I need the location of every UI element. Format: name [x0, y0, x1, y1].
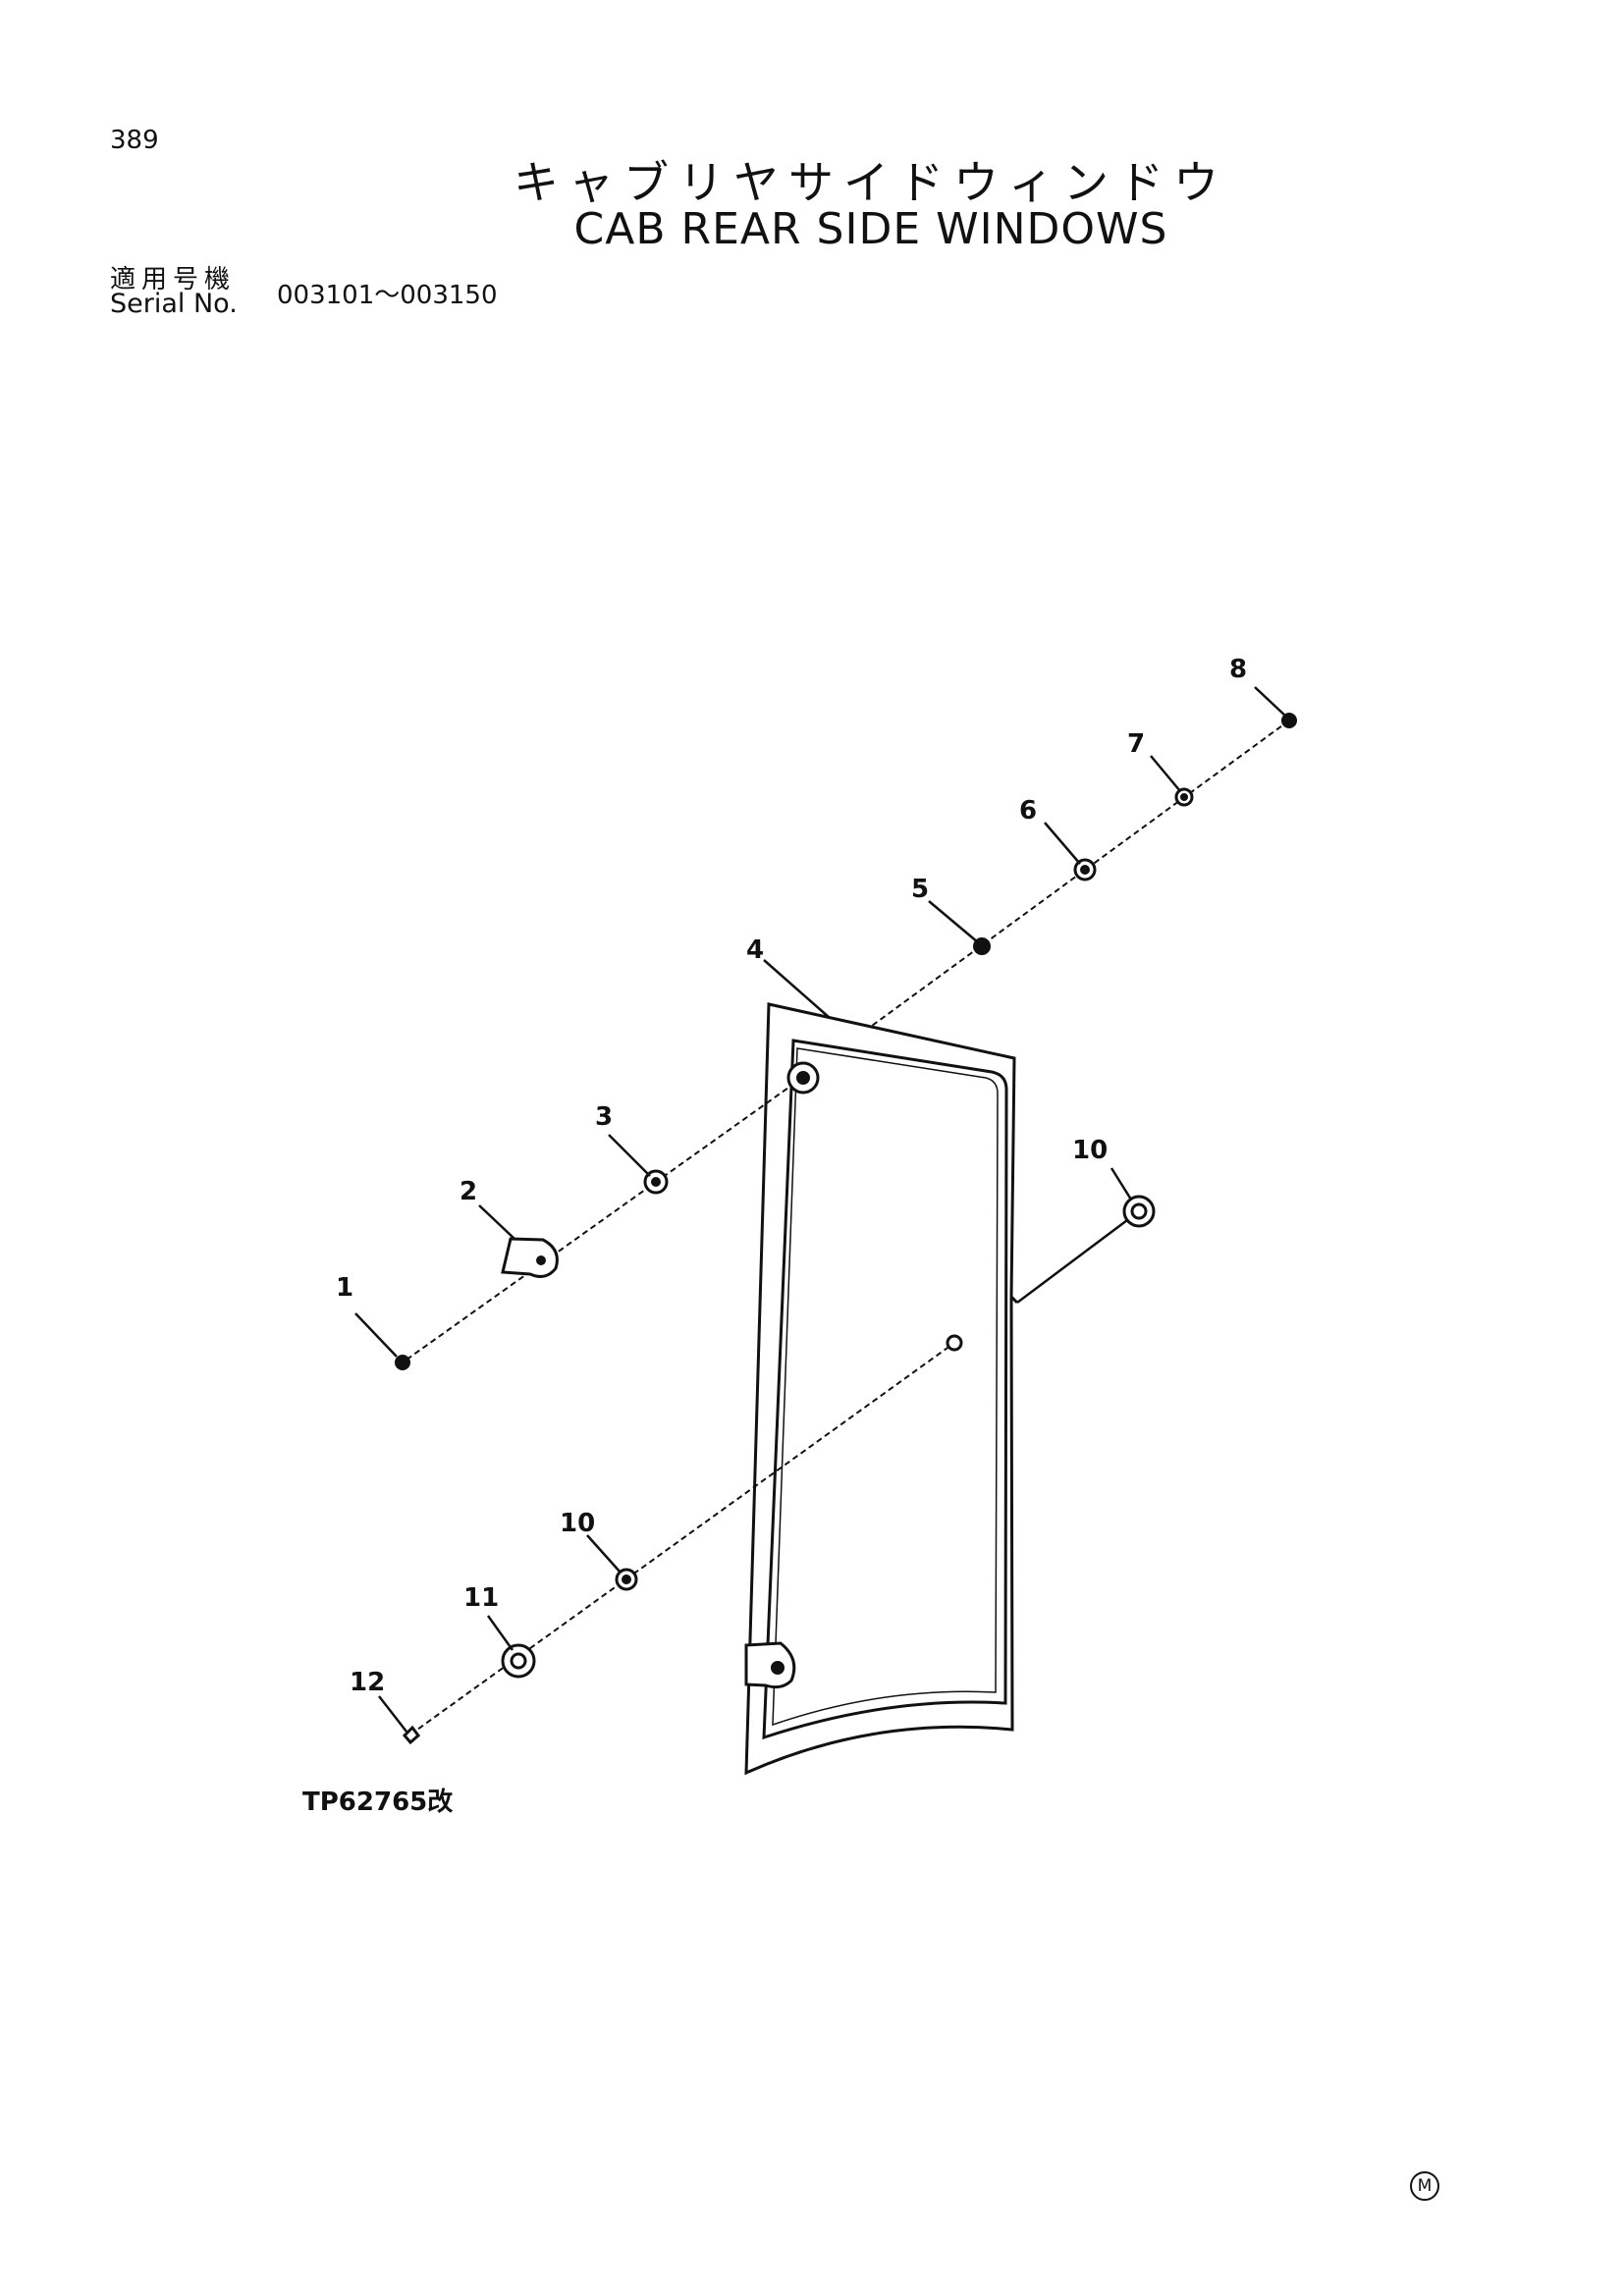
part-10-washer-right: [1122, 1195, 1156, 1228]
serial-range: 003101～003150: [277, 281, 498, 310]
drawing-code: TP62765改: [302, 1788, 454, 1817]
window-frame-part-4: [744, 1002, 1019, 1776]
part-3-washer: [643, 1169, 669, 1195]
callout-4: 4: [746, 935, 764, 965]
page-title-english: CAB REAR SIDE WINDOWS: [573, 204, 1168, 254]
part-10-washer-lower: [615, 1568, 638, 1591]
frame-lower-bracket: [744, 1641, 796, 1689]
part-12-screw: [402, 1725, 421, 1745]
lower-fastener-axis: [409, 1210, 1140, 1735]
page-number: 389: [110, 126, 159, 155]
callout-11: 11: [463, 1583, 499, 1613]
callout-10-lower: 10: [560, 1509, 595, 1538]
callout-8: 8: [1229, 655, 1247, 684]
part-6-washer: [1073, 858, 1097, 881]
callout-7: 7: [1127, 729, 1145, 759]
part-2-bracket: [501, 1237, 559, 1278]
part-11-grommet: [501, 1643, 536, 1679]
serial-label-japanese: 適用号機: [110, 265, 237, 294]
leader-lines: [354, 686, 1287, 1733]
circled-m-mark: M: [1410, 2171, 1439, 2201]
part-7-washer: [1174, 787, 1194, 807]
callout-6: 6: [1019, 796, 1037, 826]
upper-grommet: [786, 1061, 820, 1095]
callout-10-right: 10: [1072, 1136, 1108, 1165]
callout-1: 1: [336, 1273, 353, 1303]
callout-3: 3: [595, 1102, 613, 1132]
part-1-bolt: [395, 1355, 410, 1370]
window-hole: [946, 1334, 963, 1352]
serial-label-english: Serial No.: [110, 289, 238, 319]
callout-2: 2: [460, 1177, 477, 1206]
page-title-japanese: キャブリヤサイドウィンドウ: [514, 156, 1228, 209]
callout-12: 12: [350, 1668, 385, 1697]
callout-5: 5: [911, 875, 929, 904]
